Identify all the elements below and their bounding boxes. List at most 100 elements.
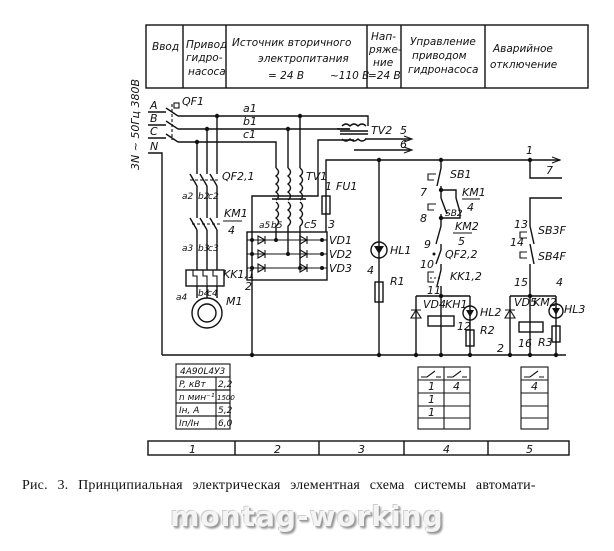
header-table: Ввод Привод гидро- насоса Источник втори… <box>145 24 589 89</box>
header-col-control-l3: гидронасоса <box>408 64 478 76</box>
vd5-label: VD5 <box>514 296 537 309</box>
phase-b-label: B <box>150 112 158 125</box>
network-label: 3N ~ 50Гц 380В <box>129 79 142 170</box>
wire-b2-label: b2 <box>198 192 210 202</box>
km2-label: KM2 <box>455 220 479 233</box>
t4-r1-c1: 1 <box>428 380 435 393</box>
motor-icon <box>191 297 223 329</box>
wire-c3-label: c3 <box>208 244 219 254</box>
fu1-label: FU1 <box>336 180 357 193</box>
node-2-bottom-label: 2 <box>497 342 504 355</box>
t4-r2-c1: 1 <box>428 393 435 406</box>
sb3f-label: SB3F <box>538 224 567 237</box>
node-1-top-label: 1 <box>526 144 533 157</box>
qf21-label: QF2,1 <box>222 170 254 183</box>
node-2-label: 2 <box>245 280 252 293</box>
wire-c2-label: c2 <box>208 192 219 202</box>
header-col-power-dc: = 24 В <box>268 70 304 82</box>
header-col-power-l1: Источник вторичного <box>232 37 351 49</box>
motor-param-speed: n мин⁻¹ <box>179 393 215 403</box>
contact-table-zone5: 4 <box>520 366 549 430</box>
fu1-fuse <box>321 195 331 215</box>
vd3-label: VD3 <box>329 262 352 275</box>
wire-a1-label: a1 <box>243 102 257 115</box>
node-4-label: 4 <box>367 264 374 277</box>
km1-aux-label: KM1 <box>462 186 486 199</box>
motor-param-current: Iн, А <box>179 406 199 416</box>
r2-label: R2 <box>480 324 495 337</box>
wire-a3-label: a3 <box>182 244 194 254</box>
motor-value-current: 5,2 <box>218 406 233 416</box>
no-contact-icon <box>421 370 441 378</box>
node-8-label: 8 <box>420 212 427 225</box>
r3-resistor <box>551 325 561 343</box>
motor-param-power: P, кВт <box>179 380 207 390</box>
m1-label: M1 <box>226 295 243 308</box>
hl1-label: HL1 <box>390 244 411 257</box>
tv1-label: TV1 <box>306 170 327 183</box>
header-col-control-l1: Управление <box>410 36 476 48</box>
header-col-power-ac: ~110 В <box>330 70 369 82</box>
node-13-label: 13 <box>514 218 528 231</box>
km2-coil-label: KM2 <box>533 296 557 309</box>
supply-input: 3N ~ 50Гц 380В A B C N QF1 a1 b1 c1 <box>129 79 355 355</box>
header-col-voltage-l3: ние <box>373 57 393 69</box>
node-1-label: 1 <box>325 180 332 193</box>
zone-2: 2 <box>274 443 281 456</box>
zone-4: 4 <box>443 443 450 456</box>
qf1-breaker: QF1 <box>165 95 204 143</box>
kh1-relay-coil <box>427 315 455 327</box>
node-5-label: 5 <box>400 124 407 137</box>
km2-relay-coil <box>518 321 544 333</box>
r3-label: R3 <box>538 336 553 349</box>
figure-caption: Рис. 3. Принципиальная электрическая эле… <box>22 478 536 493</box>
vd1-label: VD1 <box>329 234 352 247</box>
header-col-pump-drive-l1: Привод <box>186 39 227 51</box>
header-col-pump-drive-l3: насоса <box>188 66 226 78</box>
header-col-input: Ввод <box>152 41 179 53</box>
node-14-label: 14 <box>510 236 524 249</box>
hl2-label: HL2 <box>480 306 501 319</box>
zone-strip: 1 2 3 4 5 <box>147 440 570 456</box>
node-15-label: 15 <box>514 276 528 289</box>
header-col-voltage-l2: ряже- <box>368 44 402 56</box>
km1-ref: 4 <box>228 224 235 237</box>
wire-b3-label: b3 <box>198 244 210 254</box>
motor-data-table: 4А90L4У3 P, кВт 2,2 n мин⁻¹ 1500 Iн, А 5… <box>175 363 235 430</box>
sb1-label: SB1 <box>450 168 472 181</box>
km2-ref: 5 <box>458 235 465 248</box>
motor-value-ratio: 6,0 <box>218 419 233 429</box>
emergency-stop-circuit: 1 7 13 SB3F 14 SB4F 15 4 VD5 KM2 16 HL3 <box>497 144 585 355</box>
motor-value-speed: 1500 <box>217 394 235 402</box>
wire-c1-label: c1 <box>243 128 256 141</box>
node-4-right-label: 4 <box>556 276 563 289</box>
phase-a-label: A <box>149 99 158 112</box>
kh1-label: KH1 <box>445 298 467 311</box>
phase-c-label: C <box>150 125 158 138</box>
qf1-label: QF1 <box>182 95 204 108</box>
node-6-label: 6 <box>400 138 407 151</box>
kk12-label: KK1,2 <box>450 270 482 283</box>
node-12-label: 12 <box>457 320 471 333</box>
wire-a4-label: a4 <box>176 293 188 303</box>
header-col-power-l2: электропитания <box>258 53 349 65</box>
header-col-pump-drive-l2: гидро- <box>186 52 223 64</box>
no-contact-icon <box>524 370 544 378</box>
node-10-label: 10 <box>420 258 434 271</box>
header-col-control-l2: приводом <box>412 50 467 62</box>
km1-label: KM1 <box>224 207 248 220</box>
no-contact-icon <box>447 370 467 378</box>
pump-control-circuit: SB1 7 KM1 4 SB2 8 KM2 5 9 QF2,2 10 KK1,2 <box>410 157 501 355</box>
motor-value-power: 2,2 <box>218 380 233 390</box>
node-16-label: 16 <box>518 337 532 350</box>
qf22-label: QF2,2 <box>445 248 477 261</box>
node-7-label: 7 <box>420 186 427 199</box>
contact-table-zone4: 1 4 1 1 <box>417 366 471 430</box>
hl3-label: HL3 <box>564 303 585 316</box>
wire-a5-label: a5 <box>259 221 271 231</box>
watermark: montag-working <box>170 500 444 533</box>
node-3-label: 3 <box>328 218 335 231</box>
node-9-label: 9 <box>424 238 431 251</box>
sb2-label: SB2 <box>445 209 463 219</box>
